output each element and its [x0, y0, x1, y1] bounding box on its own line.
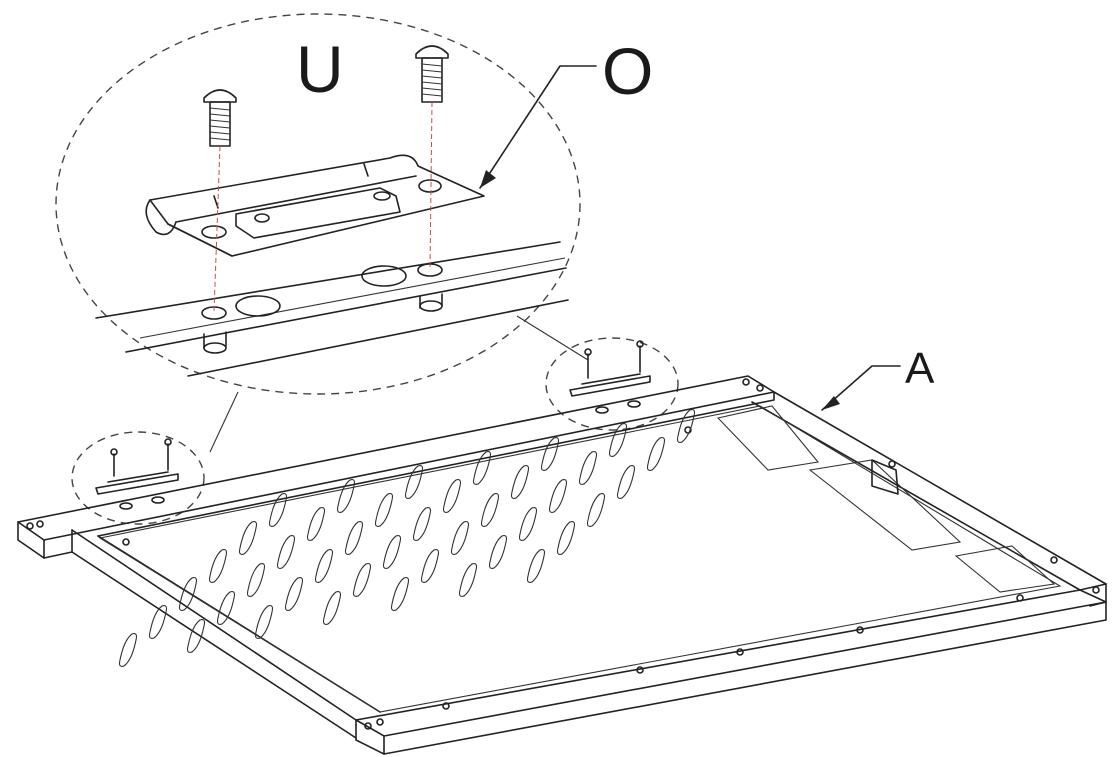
- tray-slot: [518, 507, 538, 541]
- frame-bottom-rail: [355, 589, 1107, 737]
- tray-slot: [314, 549, 334, 583]
- tray-slot: [216, 591, 236, 625]
- tray-slot: [374, 493, 394, 527]
- tray-slot: [246, 563, 266, 597]
- frame-right-rail: [773, 391, 1107, 607]
- tray-slot: [578, 451, 598, 485]
- tray-slot: [322, 591, 342, 625]
- tray-slot: [178, 577, 198, 611]
- tray-slot: [616, 465, 636, 499]
- tray-slot: [268, 493, 288, 527]
- callout-o: O: [602, 34, 654, 108]
- tray-slot: [548, 479, 568, 513]
- callout-a: A: [905, 344, 935, 393]
- tray-slot: [442, 479, 462, 513]
- detail-leader-right: [516, 315, 589, 361]
- tray-slot: [526, 549, 546, 583]
- tray-slots: [118, 409, 696, 667]
- tray-slot: [352, 563, 372, 597]
- axis-line-right: [429, 101, 433, 269]
- frame-holes: [26, 378, 1100, 730]
- tray-slot: [420, 549, 440, 583]
- tray-slot: [344, 521, 364, 555]
- detail-hinge: [145, 154, 485, 257]
- tray-slot: [458, 563, 478, 597]
- tray-slot: [186, 619, 206, 653]
- tray-slot: [336, 479, 356, 513]
- tray-slot: [284, 577, 304, 611]
- tray-slot: [480, 493, 500, 527]
- detail-screw-left: [203, 89, 237, 147]
- leader-o: [479, 65, 597, 189]
- tray-slot: [404, 465, 424, 499]
- tray-slot: [472, 451, 492, 485]
- tray-slot: [556, 521, 576, 555]
- tray-slot: [412, 507, 432, 541]
- leader-a: [821, 365, 901, 411]
- detail-circle-outline: [55, 13, 581, 395]
- hinge-circle-left: [71, 431, 205, 525]
- detail-magnifier: [55, 13, 589, 453]
- tray-slot: [276, 535, 296, 569]
- tray-slot: [510, 465, 530, 499]
- tray-slot: [586, 493, 606, 527]
- tray-slot: [208, 549, 228, 583]
- detail-rail: [95, 241, 569, 377]
- tray-slot: [390, 577, 410, 611]
- tray-slot: [306, 507, 326, 541]
- tray-slot: [382, 535, 402, 569]
- detail-screw-right: [415, 45, 449, 103]
- tray-slot: [608, 423, 628, 457]
- tray-slot: [254, 605, 274, 639]
- tray-slot: [540, 437, 560, 471]
- axis-line-left: [213, 145, 221, 313]
- frame-left-rail: [71, 529, 357, 721]
- tray-slot: [646, 437, 666, 471]
- tray-slot: [148, 605, 168, 639]
- tray-slot: [238, 521, 258, 555]
- callout-u: U: [296, 32, 344, 106]
- frame: [17, 375, 1107, 755]
- detail-leader-left: [209, 391, 239, 453]
- detail-rail-holes: [201, 263, 443, 354]
- tray-slot: [488, 535, 508, 569]
- tray-slot: [118, 633, 138, 667]
- tray-slot: [450, 521, 470, 555]
- hinge-circle-right: [545, 337, 679, 431]
- tray-plate: [98, 405, 1062, 713]
- tray-slot: [676, 409, 696, 443]
